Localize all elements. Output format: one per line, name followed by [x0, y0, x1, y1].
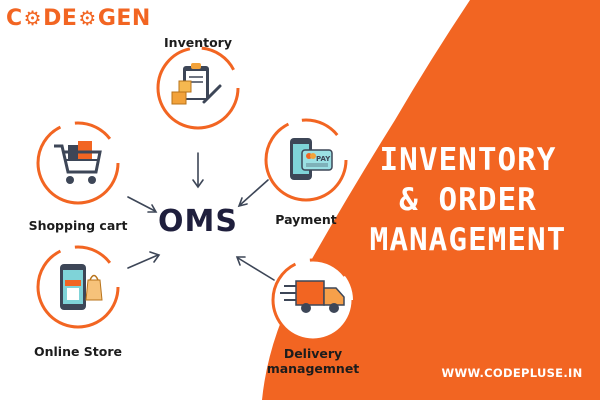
payment-phone-icon [290, 138, 333, 180]
node-shopping-cart [36, 121, 120, 205]
node-online-store [36, 245, 120, 329]
node-label-shopping-cart: Shopping cart [28, 218, 128, 233]
website-url[interactable]: WWW.CODEPLUSE.IN [441, 366, 583, 380]
banner-title-line1: INVENTORY [379, 142, 557, 178]
node-label-delivery-line2: managemnet [266, 361, 360, 376]
brand-logo[interactable]: C⚙DE⚙GEN [6, 4, 151, 32]
brand-logo-text-mid: DE [43, 5, 78, 31]
online-store-phone-icon [60, 264, 103, 310]
arrow-shopping-cart [127, 196, 156, 212]
node-payment [264, 118, 348, 202]
arrow-online-store [127, 254, 159, 269]
inventory-clipboard-icon [171, 63, 222, 105]
gear-icon: ⚙ [23, 6, 43, 30]
center-label-oms: OMS [158, 204, 238, 239]
shopping-cart-icon [54, 141, 102, 184]
delivery-truck-icon [280, 280, 345, 313]
node-label-online-store: Online Store [33, 344, 123, 359]
banner-title-line2: & ORDER [399, 182, 537, 218]
node-label-inventory: Inventory [164, 35, 232, 50]
node-label-delivery-line1: Delivery [283, 346, 343, 361]
node-label-delivery: Delivery managemnet [266, 346, 360, 376]
flow-arrows [127, 152, 275, 281]
gear-icon: ⚙ [78, 6, 97, 30]
node-label-payment: Payment [275, 212, 337, 227]
node-delivery [271, 258, 355, 342]
node-inventory [156, 46, 240, 130]
brand-logo-text-right: GEN [97, 5, 151, 31]
brand-logo-text-left: C [6, 5, 23, 31]
arrow-delivery [237, 257, 275, 281]
arrow-payment [239, 179, 269, 206]
payment-badge-text: PAY [316, 155, 331, 163]
banner-title-line3: MANAGEMENT [369, 222, 567, 258]
